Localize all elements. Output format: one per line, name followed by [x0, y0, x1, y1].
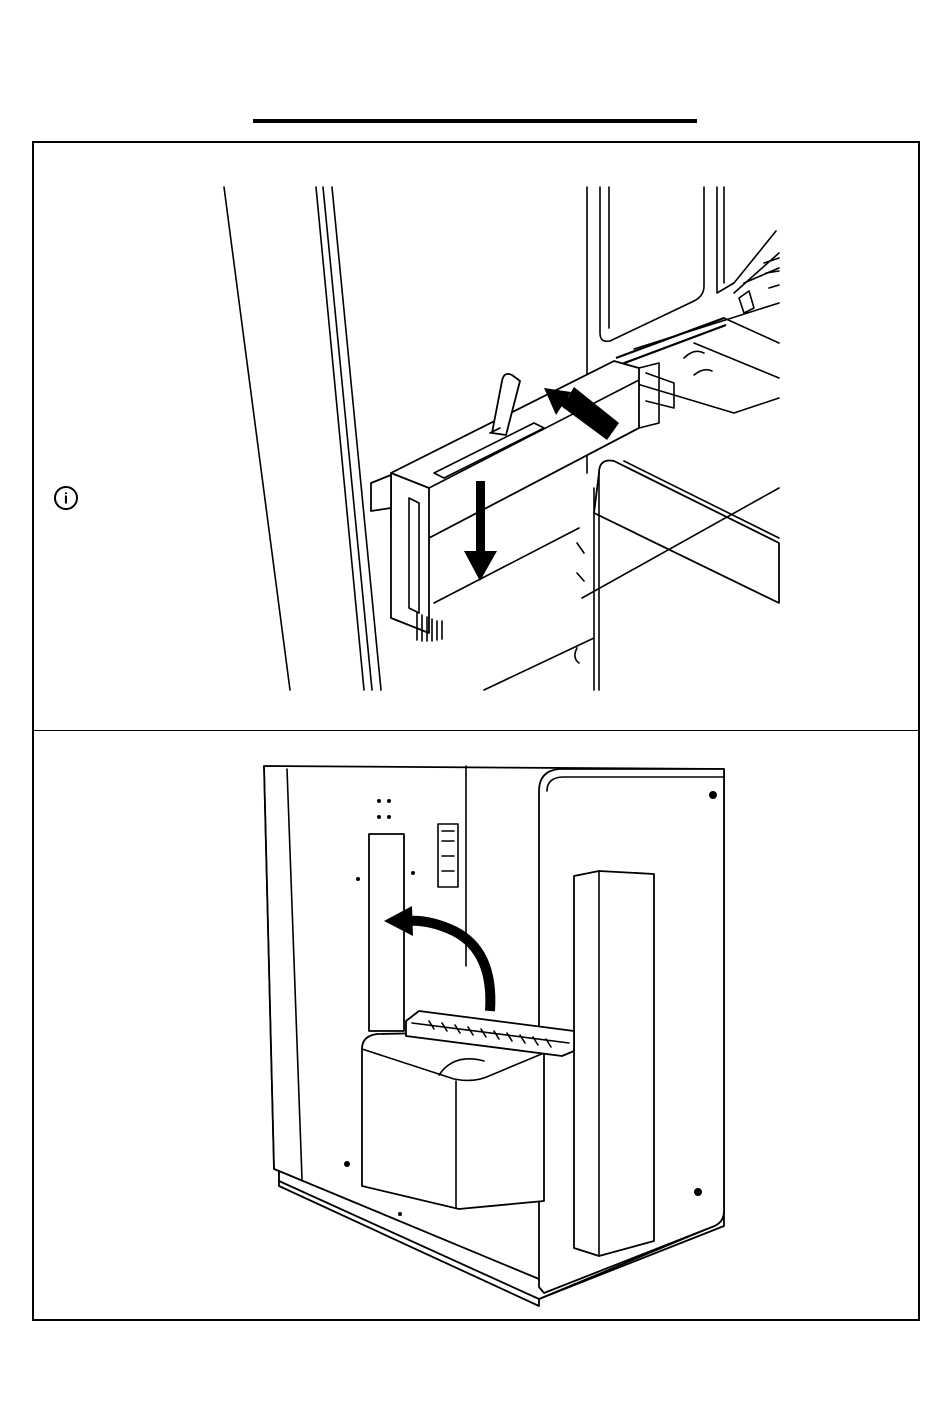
step-two-illustration	[34, 731, 918, 1319]
title-underline	[253, 119, 697, 123]
step-one-panel: i	[32, 141, 920, 732]
arrow-slide-down	[464, 551, 497, 581]
step-two-panel	[32, 730, 920, 1321]
arrow-slide-down-shaft	[476, 481, 485, 553]
step-one-illustration	[34, 143, 918, 731]
